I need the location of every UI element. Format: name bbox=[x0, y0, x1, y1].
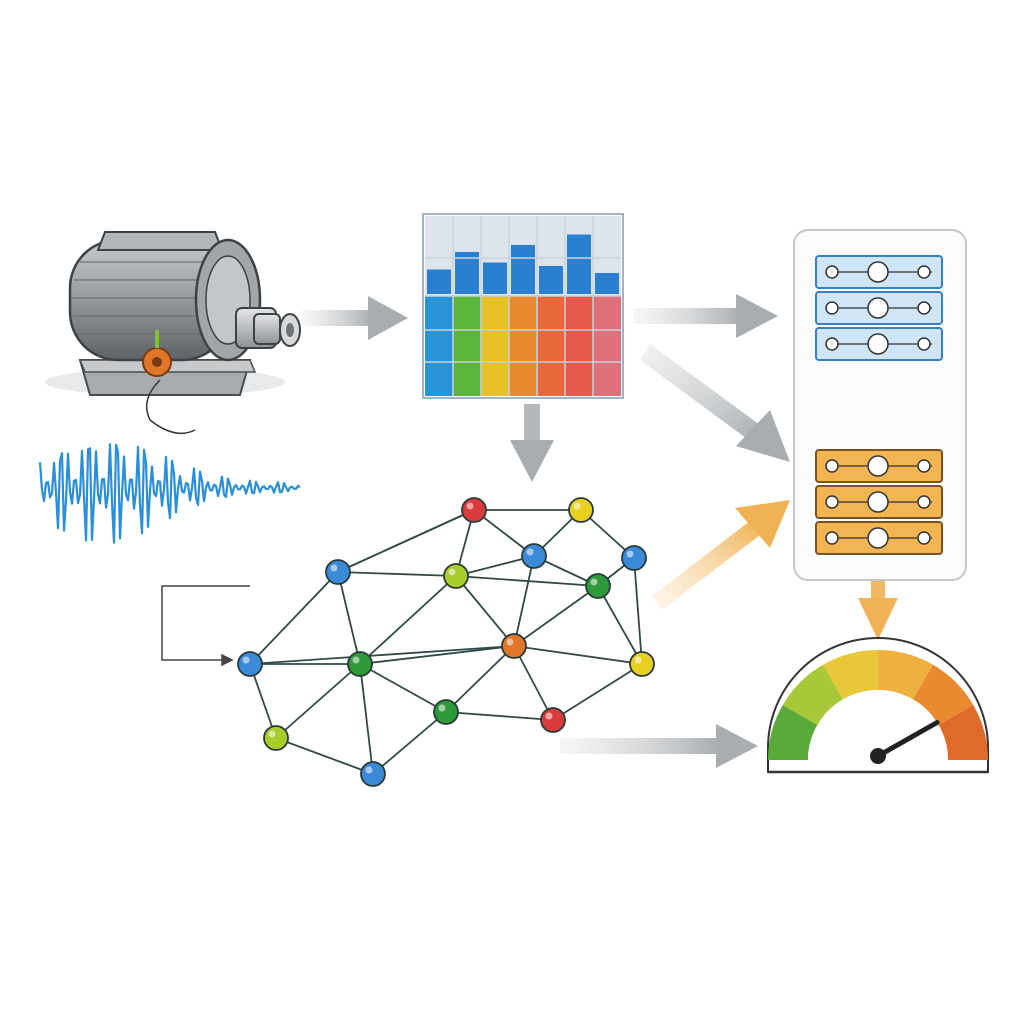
model-unit bbox=[825, 531, 839, 545]
gauge-needle bbox=[870, 719, 940, 764]
spectrogram-bar bbox=[511, 245, 535, 294]
model-unit bbox=[867, 333, 889, 355]
spectrogram-band bbox=[453, 296, 481, 396]
network-edge bbox=[249, 663, 277, 739]
spectrogram-band bbox=[509, 296, 537, 396]
model-unit bbox=[917, 531, 931, 545]
network-edge bbox=[513, 585, 599, 647]
network-edge bbox=[445, 645, 515, 713]
network-edge bbox=[513, 555, 535, 647]
model-unit bbox=[825, 301, 839, 315]
model-unit bbox=[917, 301, 931, 315]
network-edge bbox=[513, 645, 643, 665]
model-unit bbox=[867, 297, 889, 319]
network-edge bbox=[337, 571, 457, 577]
model-unit bbox=[867, 491, 889, 513]
spectrogram-bar bbox=[427, 269, 451, 294]
network-edge bbox=[337, 571, 361, 665]
graph-network-icon bbox=[237, 497, 655, 787]
network-node bbox=[443, 563, 469, 589]
network-node bbox=[237, 651, 263, 677]
model-unit bbox=[825, 337, 839, 351]
spectrogram-band bbox=[481, 296, 509, 396]
health-gauge-icon bbox=[767, 637, 989, 774]
network-node bbox=[540, 707, 566, 733]
model-unit bbox=[867, 261, 889, 283]
network-node bbox=[501, 633, 527, 659]
network-edge bbox=[249, 645, 515, 665]
network-node bbox=[263, 725, 289, 751]
gauge-band bbox=[782, 664, 843, 725]
spectrogram-band bbox=[565, 296, 593, 396]
network-node bbox=[461, 497, 487, 523]
network-edge bbox=[275, 737, 374, 775]
vibration-waveform-icon bbox=[38, 443, 301, 544]
spectrogram-bar bbox=[483, 262, 507, 294]
arrow-spectrogram-to-model-orange bbox=[640, 344, 790, 462]
spectrogram-bar bbox=[595, 273, 619, 294]
network-node bbox=[629, 651, 655, 677]
spectrogram-bar bbox=[455, 252, 479, 294]
arrow-spectrogram-to-model-blue bbox=[633, 294, 778, 338]
arrow-spectrogram-to-network bbox=[510, 404, 554, 482]
network-edge bbox=[633, 557, 643, 665]
network-edge bbox=[359, 663, 447, 713]
layered-model-orange-icon bbox=[815, 449, 943, 555]
network-edge bbox=[249, 571, 339, 665]
layered-model-blue-icon bbox=[815, 255, 943, 361]
gauge-band bbox=[938, 705, 988, 760]
gauge-band bbox=[823, 650, 878, 700]
model-unit bbox=[867, 455, 889, 477]
network-edge bbox=[552, 663, 643, 721]
model-unit bbox=[825, 265, 839, 279]
model-unit bbox=[825, 495, 839, 509]
gauge-band bbox=[878, 650, 933, 700]
model-unit bbox=[917, 337, 931, 351]
spectrogram-band bbox=[425, 296, 453, 396]
network-edge bbox=[372, 711, 447, 775]
network-edge bbox=[455, 555, 535, 577]
network-edge bbox=[455, 575, 599, 587]
network-node bbox=[347, 651, 373, 677]
network-edge bbox=[597, 585, 643, 665]
arrow-network-to-model-orange bbox=[652, 500, 790, 610]
arrow-motor-to-spectrogram bbox=[302, 296, 408, 340]
network-node bbox=[568, 497, 594, 523]
spectrogram-bar bbox=[567, 234, 591, 294]
model-unit bbox=[867, 527, 889, 549]
arrow-network-to-gauge bbox=[560, 724, 758, 768]
network-node bbox=[360, 761, 386, 787]
model-unit bbox=[917, 265, 931, 279]
model-unit bbox=[825, 459, 839, 473]
spectrogram-band bbox=[593, 296, 621, 396]
gauge-band bbox=[913, 664, 974, 725]
network-node bbox=[521, 543, 547, 569]
network-node bbox=[621, 545, 647, 571]
network-node bbox=[585, 573, 611, 599]
feedback-connector bbox=[161, 585, 250, 667]
model-unit bbox=[917, 495, 931, 509]
network-edge bbox=[445, 711, 554, 721]
gauge-band bbox=[768, 705, 818, 760]
model-panel bbox=[793, 229, 967, 581]
electric-motor-icon bbox=[45, 231, 301, 435]
spectrogram-bar bbox=[539, 266, 563, 294]
spectrogram-band bbox=[537, 296, 565, 396]
network-edge bbox=[359, 575, 457, 665]
network-edge bbox=[455, 575, 515, 647]
network-edge bbox=[275, 663, 361, 739]
network-edge bbox=[359, 663, 374, 775]
network-node bbox=[325, 559, 351, 585]
network-edge bbox=[513, 645, 554, 721]
network-node bbox=[433, 699, 459, 725]
network-edge bbox=[359, 645, 515, 665]
spectrogram-grid-icon bbox=[422, 213, 624, 399]
network-edge bbox=[337, 509, 475, 573]
model-unit bbox=[917, 459, 931, 473]
